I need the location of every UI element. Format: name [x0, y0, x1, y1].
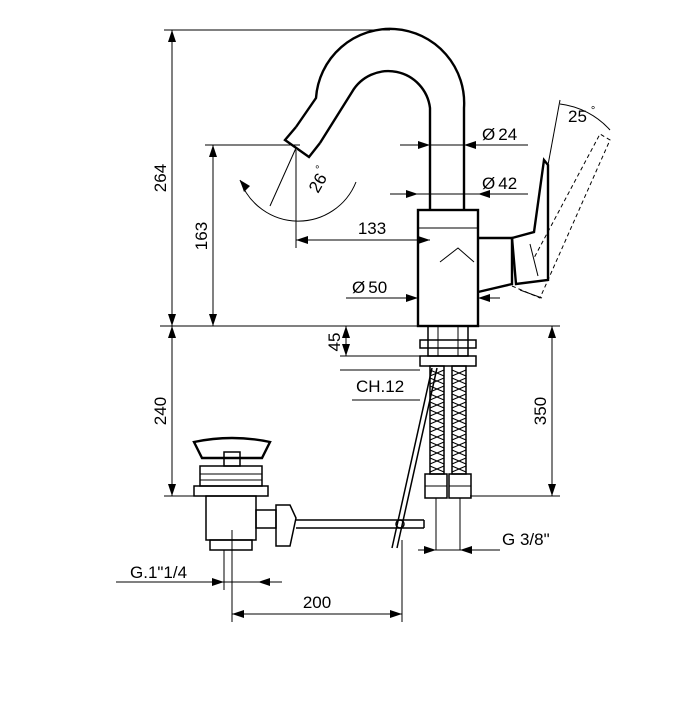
- label-spout-height: 163: [192, 222, 211, 250]
- hose-braid-line: [429, 409, 445, 417]
- spout-diameter-value: 24: [498, 125, 517, 144]
- hose-braid-line: [451, 401, 467, 409]
- mounting-hardware: [419, 325, 477, 367]
- dimension-arrowheads: [168, 30, 556, 618]
- diameter-symbol: Ø: [352, 278, 365, 297]
- hose-braid-line: [451, 417, 467, 425]
- label-spout-angle: 26°: [303, 164, 334, 196]
- hose-braid-line: [451, 385, 467, 393]
- diameter-symbol: Ø: [482, 174, 495, 193]
- label-lever-angle: 25 °: [568, 105, 595, 126]
- label-waste-thread: G.1"1/4: [130, 563, 187, 582]
- hose-braid-line: [451, 409, 467, 417]
- lever-angle-value: 25: [568, 107, 587, 126]
- hose-braid-line: [429, 401, 445, 409]
- hose-braid-line: [429, 433, 445, 441]
- hose-braid-line: [429, 417, 445, 425]
- hose-braid-line: [451, 449, 467, 457]
- diameter-symbol: Ø: [482, 125, 495, 144]
- pop-up-waste: [192, 367, 438, 551]
- label-hose-thread: G 3/8": [502, 530, 550, 549]
- hose-braid-line: [451, 465, 467, 473]
- base-diameter-value: 50: [368, 278, 387, 297]
- hose-braid-line: [429, 369, 445, 377]
- hose-braid-line: [429, 465, 445, 473]
- label-rod-length: 200: [303, 593, 331, 612]
- hose-braid-line: [451, 393, 467, 401]
- hose-braid-line: [429, 449, 445, 457]
- hose-braid-line: [429, 393, 445, 401]
- hose-braid-line: [429, 425, 445, 433]
- label-spout-reach: 133: [358, 219, 386, 238]
- hose-braid-line: [451, 425, 467, 433]
- label-thread-height: 45: [325, 333, 344, 352]
- hose-braid-line: [451, 433, 467, 441]
- hose-braid-line: [429, 441, 445, 449]
- hose-braid-line: [451, 457, 467, 465]
- label-hose-length: 350: [531, 397, 550, 425]
- spout-angle-value: 26: [305, 170, 331, 196]
- degree-symbol: °: [314, 164, 327, 174]
- hose-braid-line: [451, 377, 467, 385]
- hose-braid-line: [429, 457, 445, 465]
- dimension-lines: [116, 29, 611, 622]
- label-below-deck-depth: 240: [151, 397, 170, 425]
- hose-braid-line: [429, 377, 445, 385]
- degree-symbol: °: [591, 105, 595, 117]
- hose-braid-line: [451, 441, 467, 449]
- faucet-outline: [283, 27, 611, 328]
- hose-braid-line: [451, 369, 467, 377]
- label-total-height: 264: [151, 164, 170, 192]
- body-diameter-value: 42: [498, 174, 517, 193]
- label-wrench-size: CH.12: [356, 377, 404, 396]
